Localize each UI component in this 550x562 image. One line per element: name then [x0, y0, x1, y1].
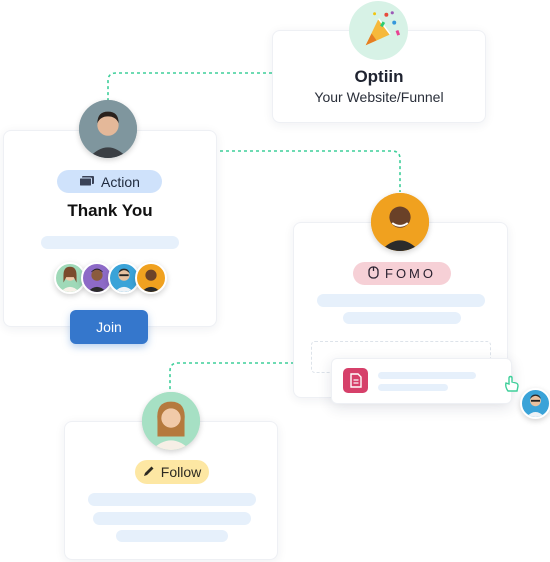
mouse-click-icon	[368, 265, 379, 282]
visitor-avatar	[520, 388, 550, 419]
placeholder-bar	[343, 312, 461, 324]
connector-action-to-fomo	[220, 150, 401, 192]
thank-you-card: Action Thank You	[3, 130, 217, 327]
placeholder-bar	[378, 372, 476, 379]
fomo-avatar	[371, 193, 429, 251]
document-icon	[343, 368, 368, 393]
fomo-badge-label: FOMO	[385, 266, 436, 281]
pencil-icon	[143, 464, 155, 480]
participant-avatar	[81, 262, 113, 294]
ticket-icon	[79, 174, 95, 190]
connector-fomo-to-follow	[169, 362, 330, 392]
follow-badge-label: Follow	[160, 464, 202, 480]
fomo-badge: FOMO	[353, 262, 451, 285]
optin-title: Optiin	[354, 67, 404, 86]
action-badge-label: Action	[101, 173, 140, 190]
follow-badge: Follow	[135, 460, 209, 484]
follow-avatar	[142, 392, 200, 450]
thank-you-avatar	[79, 100, 137, 158]
fomo-notification[interactable]	[331, 358, 512, 404]
placeholder-bar	[88, 493, 256, 506]
participant-avatar	[108, 262, 140, 294]
party-popper-icon	[349, 1, 408, 60]
thank-you-title: Thank You	[67, 201, 153, 220]
placeholder-bar	[378, 384, 448, 391]
placeholder-bar	[93, 512, 251, 525]
action-badge: Action	[57, 170, 162, 193]
placeholder-bar	[317, 294, 485, 307]
hand-cursor-icon	[503, 375, 521, 393]
optin-subtitle: Your Website/Funnel	[314, 89, 444, 105]
placeholder-bar	[41, 236, 179, 249]
participant-avatar	[135, 262, 167, 294]
follow-card: Follow	[64, 421, 278, 560]
join-button[interactable]: Join	[70, 310, 148, 344]
placeholder-bar	[116, 530, 228, 542]
connector-optin-to-action	[107, 72, 272, 100]
